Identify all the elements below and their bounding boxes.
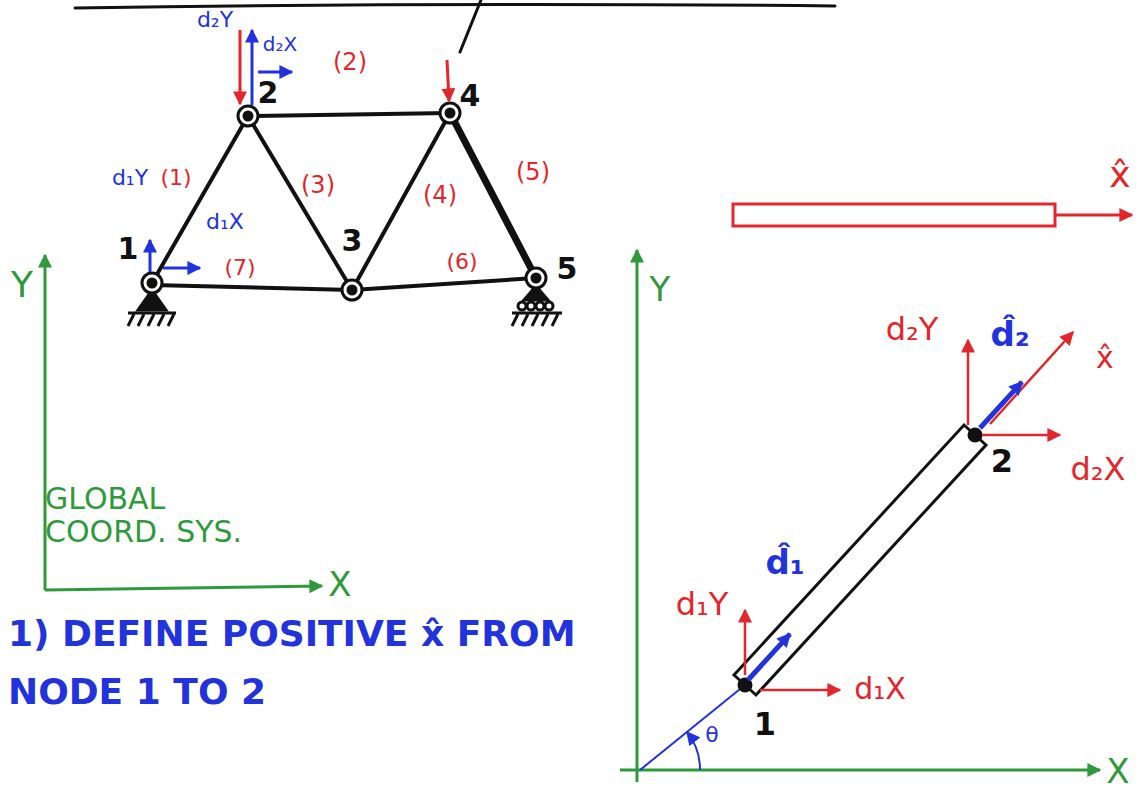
truss-member [352,278,536,290]
element-dof-arrow [744,610,747,675]
truss-joint [446,109,454,117]
roller-support [512,314,518,326]
roller-support [552,314,558,326]
truss-member [248,113,450,116]
member-number: (2) [333,49,367,75]
truss-member [152,113,536,290]
truss-joint [532,274,540,282]
axis-note: GLOBAL COORD. SYS. [45,482,275,548]
pin-support [128,314,134,326]
page-underline [75,0,835,52]
joint-number: 1 [118,232,139,265]
instruction-note: 1) DEFINE POSITIVE x̂ FROM NODE 1 TO 2 [8,605,588,720]
roller-support [536,302,544,310]
member-number: (7) [224,256,255,280]
element-dof-arrow [967,340,970,425]
axis-label: Y [650,271,671,308]
element-axes [636,250,639,782]
roller-support [532,314,538,326]
pin-support [128,290,176,326]
local-bar-sketch [733,204,1132,226]
roller-support [542,314,548,326]
bar-element [969,429,981,441]
member-number: (3) [301,172,335,198]
roller-support [512,286,562,326]
joint-number: 4 [460,79,481,112]
angle-label: θ [705,723,718,747]
local-bar-sketch [1055,214,1132,217]
dof-arrow [149,240,152,272]
axis-label: X [328,566,351,603]
bar-element [734,425,986,695]
truss-joint [142,103,546,300]
load-arrow [447,60,449,101]
dof-arrow [163,267,200,270]
truss-joint [440,103,460,123]
dof-label: d₂Y [197,8,233,32]
joint-number: 2 [258,76,279,109]
node-number: 2 [991,444,1013,479]
element-axes [620,769,1100,772]
joint-number: 5 [557,252,578,285]
pin-support [138,314,144,326]
truss-member [248,116,352,290]
joint-number: 3 [342,224,363,257]
global-axes [45,586,322,590]
element-axes [620,250,1100,782]
dof-label: d₂X [263,33,297,55]
angle-reference [687,732,700,770]
element-dof-arrow [760,689,840,692]
local-bar-sketch [733,204,1055,226]
local-dof-arrow [980,382,1022,428]
dof-label: d₁X [206,210,244,234]
bar-element [734,425,986,695]
pin-support [128,312,176,315]
global-axes [45,255,322,590]
pin-support [148,314,154,326]
dof-label: d₁Y [112,166,148,190]
element-dof-arrow [982,434,1060,437]
roller-support [518,302,526,310]
page-underline [75,4,835,8]
dof-arrow [150,30,292,272]
element-dof-arrow [745,332,1073,690]
axis-label: x̂ [1109,155,1130,195]
angle-reference [640,685,745,770]
member-number: (5) [516,159,550,185]
truss-joint [342,280,362,300]
roller-support [545,302,553,310]
truss-member [152,285,352,290]
dof-arrow [258,71,292,74]
dof-label: d₂Y [886,312,939,347]
axis-label: x̂ [1096,341,1114,374]
dof-label: d̂₂ [990,316,1029,353]
roller-support [522,314,528,326]
truss-joint [238,106,258,126]
pin-support [158,314,164,326]
member-number: (4) [423,182,457,208]
member-number: (6) [446,250,477,274]
angle-reference [640,685,745,770]
axis-label: X [1106,753,1129,790]
node-number: 1 [754,707,776,742]
truss-joint [526,268,546,288]
dof-label: d̂₁ [765,544,804,581]
dof-label: d₂X [1070,452,1125,487]
truss-joint [142,273,162,293]
truss-joint [244,112,252,120]
axis-label: Y [11,265,33,305]
pin-support [168,314,174,326]
truss-joint [348,286,356,294]
dof-arrow [251,30,254,105]
load-arrow [239,30,242,104]
roller-support [527,302,535,310]
local-dof-arrow [748,634,790,680]
member-number: (1) [160,166,191,190]
truss-joint [148,279,156,287]
local-dof-arrow [748,382,1022,680]
page-underline [460,0,481,52]
dof-label: d₁Y [676,587,729,622]
dof-label: d₁X [854,672,906,705]
